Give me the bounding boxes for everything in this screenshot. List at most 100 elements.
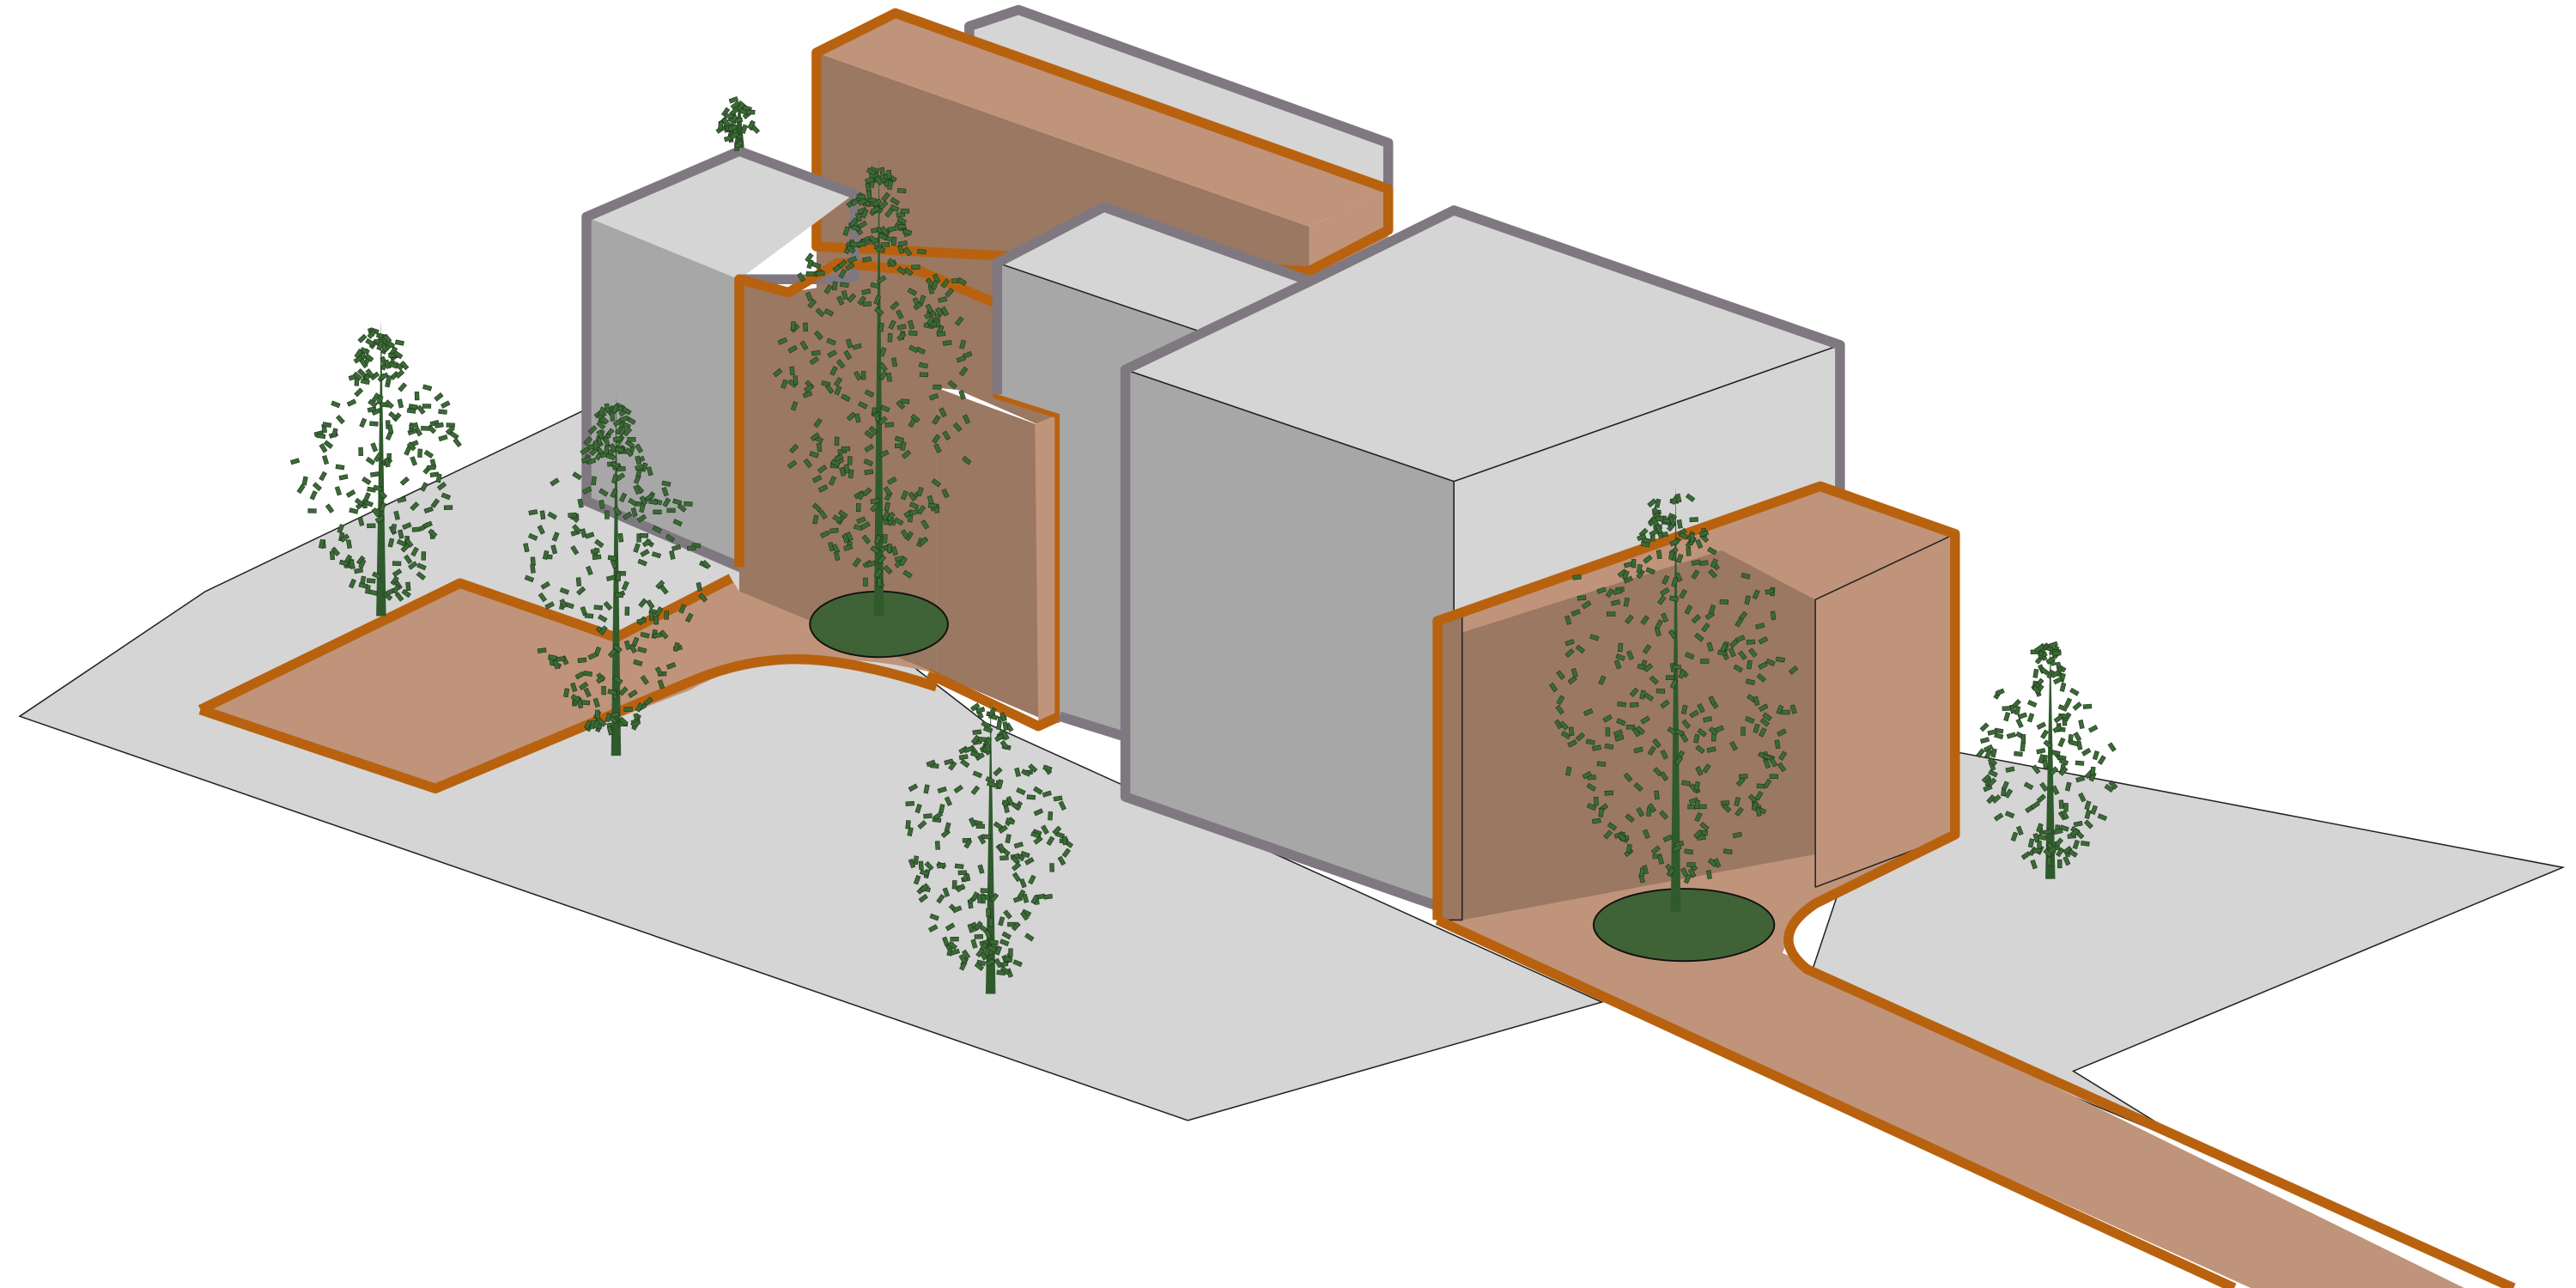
tree-leaf <box>846 245 856 254</box>
tree-leaf <box>346 398 357 407</box>
tree-leaf <box>401 588 411 598</box>
tree-leaf <box>581 486 592 495</box>
tree-leaf <box>987 781 997 788</box>
tree-leaf <box>1732 831 1742 839</box>
tree-leaf <box>345 539 353 550</box>
tree-leaf <box>2017 712 2028 720</box>
tree-leaf <box>2058 799 2064 809</box>
tree-leaf <box>932 415 941 425</box>
tree-leaf <box>817 465 828 474</box>
tree-leaf <box>539 510 546 520</box>
tree-leaf <box>580 456 592 464</box>
tree-leaf <box>550 544 558 555</box>
tree-leaf <box>1625 614 1634 624</box>
tree-leaf <box>919 372 929 378</box>
tree-leaf <box>1571 667 1578 678</box>
tree-leaf <box>860 209 869 219</box>
tree-leaf <box>369 371 380 381</box>
tree-leaf <box>802 391 813 398</box>
tree-leaf <box>908 508 919 516</box>
tree-leaf <box>974 933 983 939</box>
tree-leaf <box>890 204 900 213</box>
tree-leaf <box>373 484 383 492</box>
tree-leaf <box>1688 797 1699 805</box>
tree-leaf <box>1629 702 1639 708</box>
tree-leaf <box>1655 619 1663 629</box>
tree-leaf <box>382 333 392 344</box>
tree-leaf <box>537 647 547 653</box>
tree-leaf <box>612 435 623 443</box>
tree-leaf <box>1660 750 1668 760</box>
tree-leaf <box>874 307 884 316</box>
tree-leaf <box>1602 714 1613 723</box>
tree-leaf <box>595 709 600 719</box>
tree-leaf <box>1556 670 1565 680</box>
tree-leaf <box>652 525 663 534</box>
tree-leaf <box>1003 909 1012 920</box>
tree-leaf <box>823 284 833 295</box>
tree-leaf <box>636 513 647 523</box>
tree-leaf <box>1613 659 1622 670</box>
tree-leaf <box>2072 702 2082 711</box>
tree-leaf <box>1668 629 1678 640</box>
tree-leaf <box>873 411 881 422</box>
tree-leaf <box>2049 766 2059 776</box>
tree-leaf <box>2056 847 2065 858</box>
tree-leaf <box>882 511 890 521</box>
tree-leaf <box>365 368 374 379</box>
tree-leaf <box>835 359 846 369</box>
tree-leaf <box>1024 857 1035 866</box>
tree-leaf <box>829 527 839 534</box>
tree-leaf <box>947 941 957 951</box>
tree-leaf <box>1616 718 1626 726</box>
tree-leaf <box>2048 641 2058 649</box>
tree-leaf <box>927 315 935 326</box>
tree-leaf <box>724 113 734 119</box>
tree-leaf <box>2097 813 2108 822</box>
tree-leaf <box>932 273 941 283</box>
tree-leaf <box>445 425 455 435</box>
tree-leaf <box>2001 781 2009 791</box>
tree-leaf <box>811 502 822 513</box>
tree-leaf <box>866 167 877 176</box>
tree-leaf <box>1016 787 1026 796</box>
tree-leaf <box>1631 559 1637 568</box>
tree-leaf <box>1669 678 1679 690</box>
tree-leaf <box>927 502 938 509</box>
tree-leaf <box>1680 704 1688 714</box>
tree-leaf <box>908 783 919 793</box>
tree-leaf <box>888 319 896 330</box>
tree-leaf <box>2104 783 2114 793</box>
tree-leaf <box>394 339 404 346</box>
tree-leaf <box>1689 517 1698 523</box>
tree-leaf <box>1770 611 1777 621</box>
tree-leaf <box>672 641 680 652</box>
tree-leaf <box>1636 807 1645 817</box>
tree-leaf <box>2069 687 2080 696</box>
tree-leaf <box>908 330 918 337</box>
tree-leaf <box>1639 867 1645 878</box>
tree-leaf <box>2063 846 2073 855</box>
tree-leaf <box>1735 776 1746 787</box>
tree-leaf <box>1687 868 1697 878</box>
tree-leaf <box>369 421 379 427</box>
tree-leaf <box>393 510 400 520</box>
tree-leaf <box>319 443 328 453</box>
tree-leaf <box>790 401 799 411</box>
tree-leaf <box>1575 644 1586 654</box>
tree-leaf <box>1668 516 1677 526</box>
tree-leaf <box>1017 889 1026 900</box>
tree-leaf <box>1657 595 1667 605</box>
tree-leaf <box>1662 574 1670 586</box>
tree-leaf <box>1684 605 1693 615</box>
tree-leaf <box>1667 726 1677 736</box>
tree-leaf <box>834 436 840 446</box>
tree-leaf <box>2084 800 2092 811</box>
tree-leaf <box>940 278 951 289</box>
tree-leaf <box>528 509 538 516</box>
tree-leaf <box>1710 558 1718 568</box>
tree-leaf <box>443 505 453 510</box>
tree-leaf <box>929 913 939 921</box>
tree-leaf <box>975 823 985 829</box>
tree-leaf <box>388 361 398 369</box>
